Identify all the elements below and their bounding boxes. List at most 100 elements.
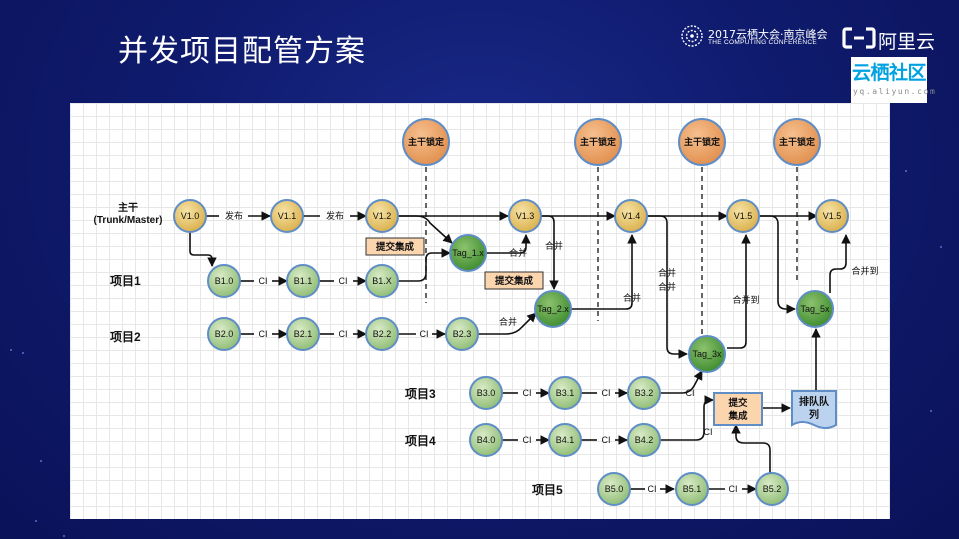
branch-node-label: B3.1 (556, 388, 575, 398)
submit-label: 提交 (728, 397, 748, 409)
branch-node-b22[interactable] (365, 317, 399, 351)
background-star (905, 170, 907, 172)
conference-subtitle: THE COMPUTING CONFERENCE (708, 39, 818, 46)
trunk-node-label: V1.5 (734, 211, 753, 221)
edge-v14-tag3x (647, 215, 688, 359)
branch-node-label: B1.1 (294, 276, 313, 286)
trunk-node-label: V1.4 (622, 211, 641, 221)
edge-b32-tag3x (660, 370, 703, 394)
branch-node-label: B2.1 (294, 329, 313, 339)
trunk-node-label: V1.5 (823, 211, 842, 221)
tag-node-label: Tag_5x (800, 304, 830, 314)
background-star (35, 520, 37, 522)
row-label-project1: 项目1 (110, 274, 141, 288)
branch-node-b51[interactable] (675, 472, 709, 506)
label-ci: CI (259, 276, 268, 286)
lock-node[interactable]: 主干锁定 (678, 118, 726, 166)
label-merge: 合并 (623, 292, 641, 303)
edge-v15-tag5x (759, 215, 796, 314)
row-label-project4: 项目4 (405, 434, 436, 448)
tag-node-tag5x[interactable] (796, 290, 834, 328)
tag-node-label: Tag_2.x (537, 304, 569, 314)
branch-node-label: B3.2 (635, 388, 654, 398)
trunk-node-v15-final[interactable] (815, 199, 849, 233)
submit-integrate-label: 提交集成 (495, 275, 534, 287)
trunk-label: 主干 (118, 201, 138, 214)
queue-label-line1: 排队队 (799, 395, 830, 408)
yunqi-community-badge[interactable]: 云栖社区 yq.aliyun.com (851, 57, 935, 103)
branch-node-label: B2.3 (453, 329, 472, 339)
tag-node-tag3x[interactable] (688, 335, 726, 373)
lock-node[interactable]: 主干锁定 (574, 118, 622, 166)
background-star (940, 246, 942, 248)
lock-dashed-lines (425, 158, 798, 348)
label-ci: CI (648, 484, 657, 494)
branch-node-b42[interactable] (627, 423, 661, 457)
trunk-sub-label: (Trunk/Master) (94, 215, 163, 226)
label-merge: 合并 (658, 267, 676, 278)
background-star (22, 352, 24, 354)
trunk-node-v12[interactable] (365, 199, 399, 233)
tag-node-tag2x[interactable] (534, 290, 572, 328)
branch-node-label: B5.2 (763, 484, 782, 494)
branch-node-label: B3.0 (477, 388, 496, 398)
queue-shape[interactable]: 排队队 列 (791, 390, 837, 429)
lock-node[interactable]: 主干锁定 (402, 118, 450, 166)
branch-node-label: B1.X (372, 276, 392, 286)
label-ci: CI (523, 388, 532, 398)
branch-node-label: B1.0 (215, 276, 234, 286)
label-ci: CI (523, 435, 532, 445)
edge-b1x-tag1x (398, 248, 451, 282)
tag-node-tag1x[interactable] (449, 234, 487, 272)
branch-node-b20[interactable] (207, 317, 241, 351)
background-star (10, 349, 12, 351)
branch-node-b11[interactable] (286, 264, 320, 298)
diagram-canvas: 发布 发布 CI CI CI CI CI CI CI CI CI CI CI C… (94, 118, 879, 506)
branch-node-b21[interactable] (286, 317, 320, 351)
edge-tag5x-v15b (829, 234, 851, 293)
trunk-node-v13[interactable] (508, 199, 542, 233)
submit-integrate-box-1[interactable] (365, 237, 425, 256)
label-ci: CI (259, 329, 268, 339)
branch-node-b30[interactable] (469, 376, 503, 410)
config-management-diagram: 发布 发布 CI CI CI CI CI CI CI CI CI CI CI C… (70, 103, 890, 519)
background-star (63, 535, 65, 537)
background-star (930, 410, 932, 412)
branch-node-label: B4.0 (477, 435, 496, 445)
trunk-node-v14[interactable] (614, 199, 648, 233)
background-star (40, 460, 42, 462)
edge-tag1x-v13 (484, 234, 531, 254)
tag-node-label: Tag_1.x (452, 248, 484, 258)
trunk-node-v15[interactable] (726, 199, 760, 233)
branch-node-b1x[interactable] (365, 264, 399, 298)
label-ci: CI (420, 329, 429, 339)
trunk-node-label: V1.0 (181, 211, 200, 221)
trunk-node-label: V1.2 (373, 211, 392, 221)
submit-integrate-box-3[interactable] (713, 392, 763, 426)
slide-title: 并发项目配管方案 (118, 34, 366, 69)
trunk-node-v11[interactable] (270, 199, 304, 233)
label-merge-to: 合并到 (732, 294, 759, 305)
submit-integrate-box-2[interactable] (484, 271, 544, 290)
tag-node-label: Tag_3x (692, 349, 722, 359)
row-label-project3: 项目3 (405, 387, 436, 401)
branch-node-b32[interactable] (627, 376, 661, 410)
row-label-project5: 项目5 (532, 483, 563, 497)
edge-tag3x-v15 (727, 234, 751, 349)
branch-node-b52[interactable] (755, 472, 789, 506)
branch-node-b40[interactable] (469, 423, 503, 457)
lock-node-label: 主干锁定 (779, 136, 816, 147)
label-ci: CI (704, 427, 713, 437)
branch-node-b50[interactable] (597, 472, 631, 506)
community-url: yq.aliyun.com (853, 87, 937, 96)
trunk-node-label: V1.3 (516, 211, 535, 221)
branch-node-b10[interactable] (207, 264, 241, 298)
branch-node-b41[interactable] (548, 423, 582, 457)
trunk-node-v10[interactable] (173, 199, 207, 233)
lock-node[interactable]: 主干锁定 (773, 118, 821, 166)
branch-node-b23[interactable] (445, 317, 479, 351)
trunk-node-label: V1.1 (278, 211, 297, 221)
lock-node-label: 主干锁定 (408, 136, 445, 147)
branch-node-b31[interactable] (548, 376, 582, 410)
label-ci: CI (729, 484, 738, 494)
